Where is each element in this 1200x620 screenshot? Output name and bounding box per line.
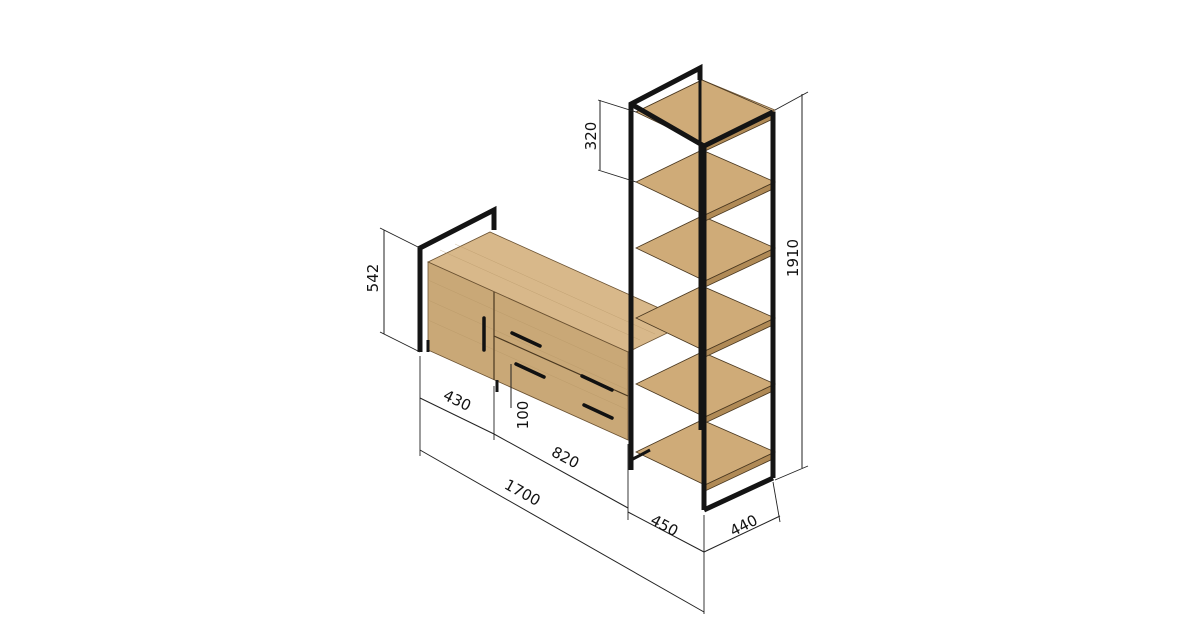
dim-depth: 440 [727,511,761,540]
dim-line-depth [703,515,781,553]
dim-shelf-spacing: 320 [582,122,600,151]
dim-drawer-gap: 100 [514,401,532,430]
dim-drawers-width: 820 [548,443,582,472]
dim-tower-width: 450 [647,511,681,540]
cabinet-grain [427,243,656,411]
drawer-handle-top-right [580,374,614,392]
shelf-tower [628,63,777,513]
drawer-handle-bottom-left [514,362,546,379]
cabinet-end-frame [417,205,497,352]
dim-line-tower-width [627,511,705,553]
dim-line-total-width [419,449,705,613]
drawer-handle-top-left [510,331,542,348]
drawer-handle-bottom-right [582,403,614,420]
dim-cabinet-height: 542 [364,264,382,293]
tv-cabinet [417,205,691,441]
dim-line-door-width [419,397,495,435]
dim-line-drawers-width [493,433,629,509]
dim-tower-height: 1910 [784,239,802,277]
tower-frame [628,63,776,513]
dim-total-width: 1700 [501,475,543,509]
